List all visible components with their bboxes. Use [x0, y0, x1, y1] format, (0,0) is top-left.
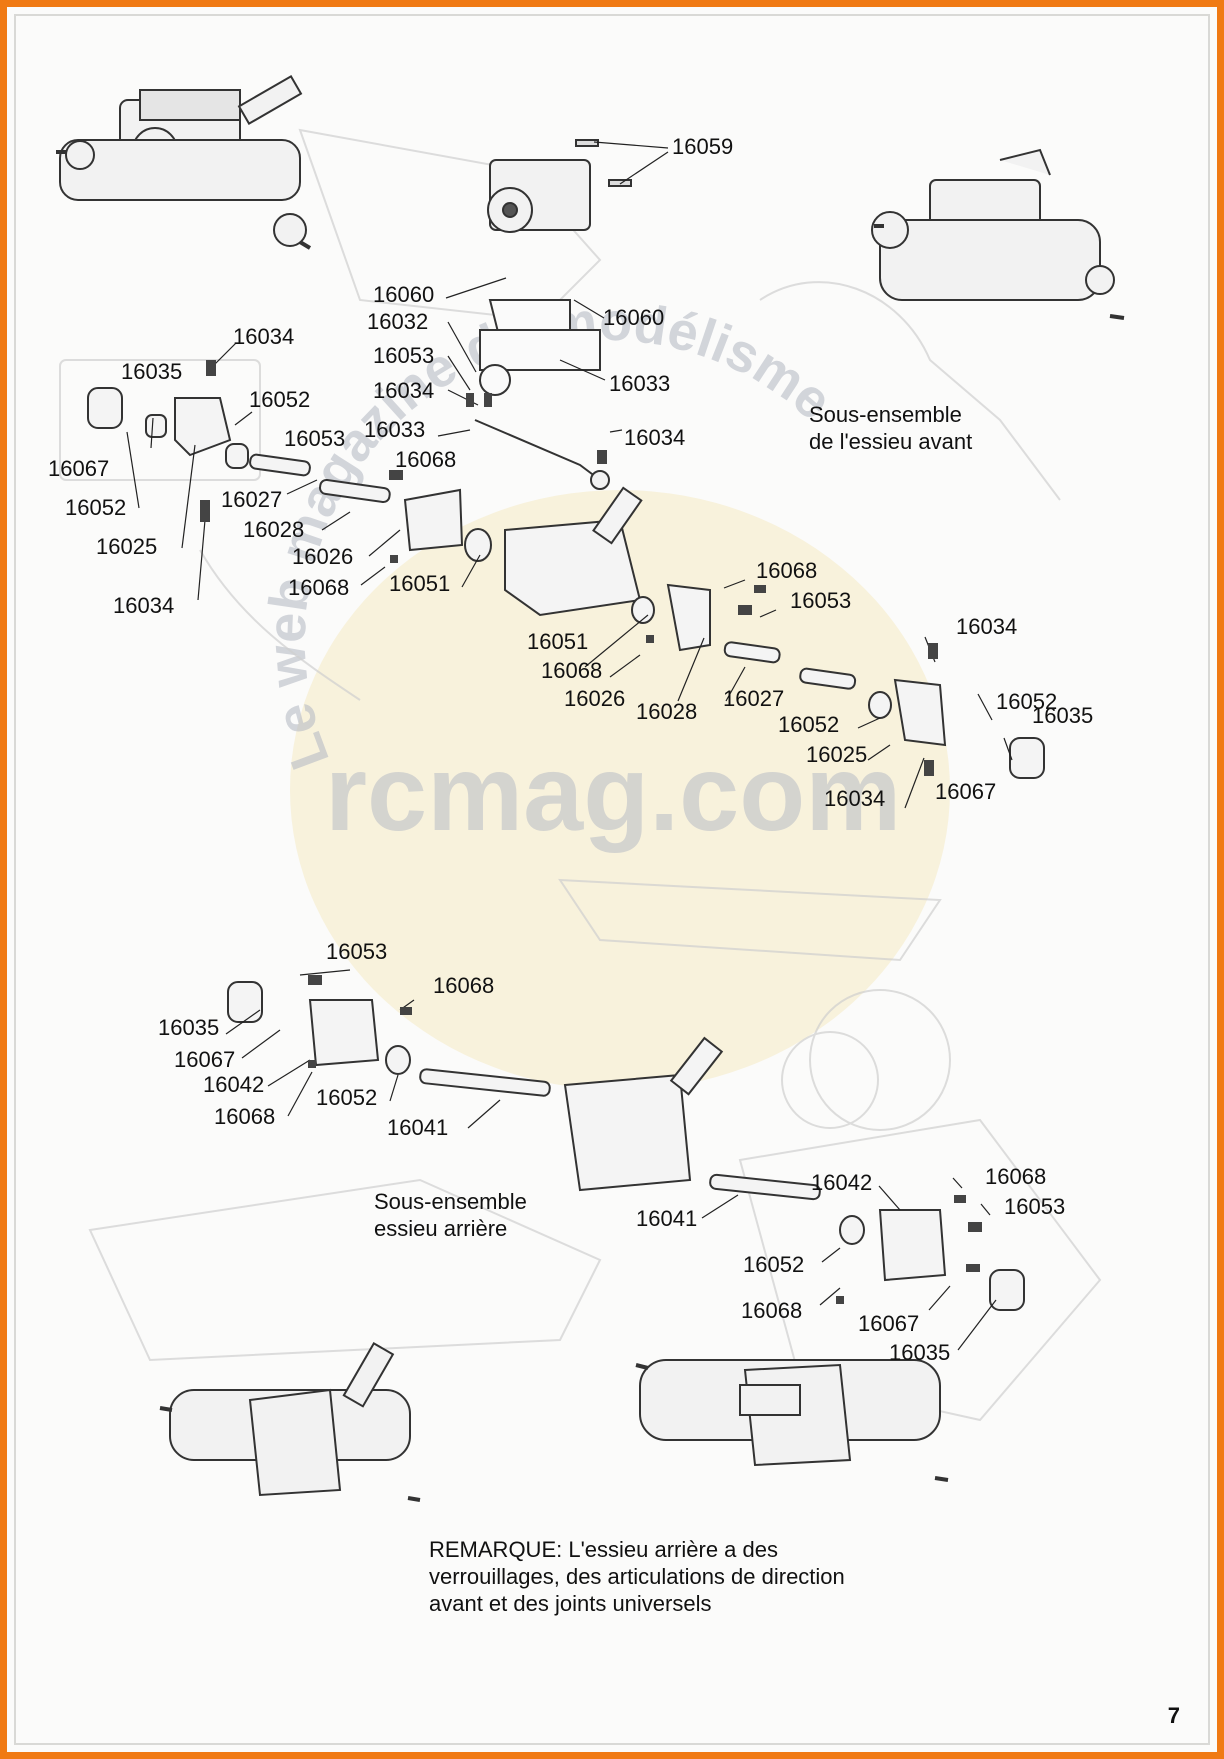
part-number-label: 16052: [996, 689, 1058, 714]
rear-axle-assembled-left: [159, 1341, 421, 1502]
part-number-label: 16068: [433, 973, 495, 998]
part-number-label: 16051: [527, 629, 589, 654]
note-line-3: avant et des joints universels: [429, 1590, 712, 1616]
part-number-label: 16052: [778, 712, 840, 737]
part-number-label: 16068: [214, 1104, 276, 1129]
part-number-label: 16060: [603, 305, 665, 330]
part-number-label: 16035: [889, 1340, 951, 1365]
part-number-label: 16067: [858, 1311, 920, 1336]
front-axle-assembled-right: [871, 148, 1125, 320]
part-number-label: 16053: [326, 939, 388, 964]
part-number-label: 16042: [811, 1170, 873, 1195]
part-number-label: 16053: [284, 426, 346, 451]
part-number-label: 16052: [316, 1085, 378, 1110]
part-number-label: 16026: [292, 544, 354, 569]
part-number-label: 16035: [158, 1015, 220, 1040]
watermark-disc: [290, 490, 950, 1090]
part-number-label: 16042: [203, 1072, 265, 1097]
part-number-label: 16068: [741, 1298, 803, 1323]
watermark-site-text: rcmag.com: [325, 732, 901, 853]
rear-axle-assembled-right: [635, 1359, 949, 1482]
part-number-label: 16053: [790, 588, 852, 613]
front-subassembly-caption: Sous-ensemble de l'essieu avant: [809, 402, 972, 456]
front-axle-exploded: [87, 387, 1045, 779]
part-number-label: 16026: [564, 686, 626, 711]
part-number-label: 16035: [121, 359, 183, 384]
fastener-markers: [200, 360, 982, 1304]
part-number-label: 16053: [1004, 1194, 1066, 1219]
part-number-label: 16033: [609, 371, 671, 396]
part-number-label: 16041: [636, 1206, 698, 1231]
part-number-label: 16052: [249, 387, 311, 412]
part-number-label: 16034: [233, 324, 295, 349]
part-number-label: 16032: [367, 309, 429, 334]
part-number-label: 16025: [96, 534, 158, 559]
rear-caption-line-1: Sous-ensemble: [374, 1189, 527, 1214]
rear-subassembly-caption: Sous-ensemble essieu arrière: [374, 1189, 527, 1243]
rear-caption-line-2: essieu arrière: [374, 1215, 508, 1241]
front-caption-line-1: Sous-ensemble: [809, 402, 962, 427]
part-number-label: 16041: [387, 1115, 449, 1140]
part-number-label: 16051: [389, 571, 451, 596]
part-number-label: 16034: [373, 378, 435, 403]
part-number-label: 16067: [48, 456, 110, 481]
part-number-label: 16052: [743, 1252, 805, 1277]
part-number-label: 16053: [373, 343, 435, 368]
part-number-label: 16027: [723, 686, 785, 711]
part-number-label: 16068: [985, 1164, 1047, 1189]
part-number-label: 16059: [672, 134, 734, 159]
part-number-label: 16060: [373, 282, 435, 307]
part-number-label: 16068: [395, 447, 457, 472]
servo-exploded: [474, 139, 632, 490]
part-number-label: 16035: [1032, 703, 1094, 728]
part-number-label: 16027: [221, 487, 283, 512]
part-number-label: 16068: [541, 658, 603, 683]
part-number-label: 16068: [756, 558, 818, 583]
leader-lines: [126, 141, 1013, 1351]
part-number-label: 16034: [624, 425, 686, 450]
note-caption: REMARQUE: L'essieu arrière a des verroui…: [429, 1537, 845, 1617]
part-number-label: 16068: [288, 575, 350, 600]
part-number-label: 16052: [65, 495, 127, 520]
part-number-label: 16034: [113, 593, 175, 618]
page-number: 7: [1167, 1703, 1180, 1728]
part-number-label: 16034: [824, 786, 886, 811]
front-caption-line-2: de l'essieu avant: [809, 428, 973, 454]
rear-axle-exploded: [227, 981, 1025, 1311]
part-number-label: 16033: [364, 417, 426, 442]
part-number-label: 16028: [243, 517, 305, 542]
part-number-label: 16025: [806, 742, 868, 767]
ghost-background-drawing: [59, 128, 1102, 1422]
front-axle-assembled-left: [56, 74, 312, 250]
part-number-label: 16067: [174, 1047, 236, 1072]
part-number-label: 16067: [935, 779, 997, 804]
part-number-label: 16028: [636, 699, 698, 724]
note-line-2: verrouillages, des articulations de dire…: [429, 1563, 845, 1589]
part-number-label: 16034: [956, 614, 1018, 639]
note-line-1: REMARQUE: L'essieu arrière a des: [429, 1537, 778, 1562]
